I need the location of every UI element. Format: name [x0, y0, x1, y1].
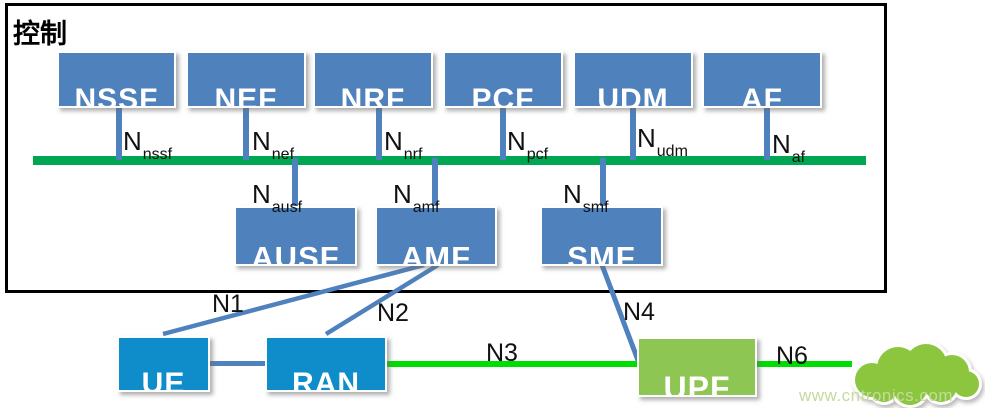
control-plane-frame [5, 3, 887, 293]
node-nrf-label: NRF [340, 83, 406, 108]
ref-nnrf-base: N [384, 126, 403, 156]
ref-npcf: Npcf [507, 126, 549, 164]
control-plane-title: 控制 [13, 19, 67, 49]
amf-bus-link [432, 158, 438, 208]
nrf-bus-link [376, 107, 382, 160]
node-udm-label: UDM [597, 83, 669, 108]
n1-line [162, 262, 425, 337]
n6-label: N6 [776, 342, 808, 370]
ref-naf-sub: af [791, 149, 806, 167]
n1-label: N1 [212, 290, 244, 318]
node-ausf-label: AUSF [251, 240, 340, 266]
ref-nnssf: Nnssf [123, 126, 173, 164]
node-af-label: AF [741, 83, 783, 108]
node-nef-label: NEF [214, 83, 278, 108]
node-amf: AMF [375, 206, 497, 266]
node-smf: SMF [540, 206, 663, 266]
control-service-bus [33, 156, 866, 165]
data-network-cloud-icon [852, 341, 982, 408]
node-nssf-label: NSSF [74, 83, 159, 108]
ref-nnef-base: N [252, 126, 271, 156]
af-bus-link [764, 107, 770, 160]
ref-npcf-base: N [507, 126, 526, 156]
n2-line [324, 263, 440, 336]
node-amf-label: AMF [400, 240, 472, 266]
nef-bus-link [243, 107, 249, 160]
node-upf-label: UPF [663, 370, 731, 397]
n3-label: N3 [486, 339, 518, 367]
node-ue-label: UE [141, 367, 186, 392]
node-ran: RAN [265, 336, 387, 392]
n6-line [756, 361, 852, 367]
watermark: www.cntronics.com [799, 386, 953, 405]
ref-nnef-sub: nef [271, 146, 295, 164]
ref-nudm-sub: udm [656, 143, 688, 161]
node-nef: NEF [186, 51, 306, 108]
n3-line [386, 361, 638, 367]
ue-ran-line [207, 361, 268, 366]
node-ue: UE [117, 336, 210, 392]
n2-label: N2 [377, 299, 409, 327]
node-af: AF [702, 51, 822, 108]
node-nrf: NRF [313, 51, 433, 108]
node-smf-label: SMF [567, 240, 636, 266]
node-udm: UDM [573, 51, 693, 108]
ref-namf-base: N [393, 179, 412, 209]
ref-nudm-base: N [637, 123, 656, 153]
smf-bus-link [600, 158, 606, 208]
udm-bus-link [630, 107, 636, 160]
node-ausf: AUSF [234, 206, 357, 266]
n4-label: N4 [623, 298, 655, 326]
ref-nnssf-sub: nssf [142, 146, 173, 164]
ref-nnef: Nnef [252, 126, 295, 164]
n4-line [599, 264, 642, 364]
ref-naf: Naf [772, 129, 806, 167]
ref-nudm: Nudm [637, 123, 688, 161]
node-ran-label: RAN [292, 367, 360, 392]
ref-nsmf: Nsmf [563, 179, 609, 217]
ref-naf-base: N [772, 129, 791, 159]
ref-nausf-base: N [252, 179, 271, 209]
node-pcf: PCF [443, 51, 563, 108]
ausf-bus-link [292, 158, 298, 208]
ref-nnrf-sub: nrf [403, 146, 423, 164]
ref-nnssf-base: N [123, 126, 142, 156]
node-pcf-label: PCF [471, 83, 535, 108]
pcf-bus-link [500, 107, 506, 160]
ref-namf: Namf [393, 179, 440, 217]
ref-nausf: Nausf [252, 179, 303, 217]
ref-nausf-sub: ausf [271, 199, 303, 217]
node-upf: UPF [637, 337, 757, 397]
ref-nsmf-base: N [563, 179, 582, 209]
ref-namf-sub: amf [412, 199, 440, 217]
ref-npcf-sub: pcf [526, 146, 549, 164]
nssf-bus-link [116, 107, 122, 160]
ref-nsmf-sub: smf [582, 199, 609, 217]
ref-nnrf: Nnrf [384, 126, 423, 164]
node-nssf: NSSF [57, 51, 176, 108]
